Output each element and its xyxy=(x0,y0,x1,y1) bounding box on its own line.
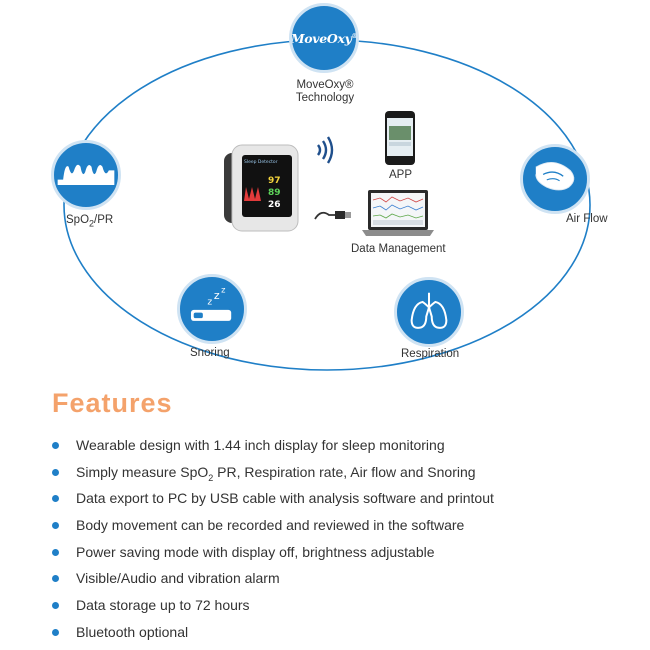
svg-text:z: z xyxy=(207,297,212,307)
usb-cable-icon xyxy=(314,211,351,220)
spo2-pr-node xyxy=(51,140,121,210)
device-screen-title: Sleep Detector xyxy=(244,159,278,165)
laptop-icon xyxy=(362,190,434,236)
bullet-icon xyxy=(52,468,59,476)
air-flow-label: Air Flow xyxy=(566,213,608,225)
bullet-icon xyxy=(52,628,59,636)
svg-text:z: z xyxy=(221,285,225,295)
sleeping-person-icon: z z z xyxy=(190,285,232,321)
feature-item: Visible/Audio and vibration alarm xyxy=(52,565,494,592)
feature-item: Data export to PC by USB cable with anal… xyxy=(52,485,494,512)
app-label: APP xyxy=(389,169,413,181)
bullet-icon xyxy=(52,602,59,610)
lungs-icon xyxy=(410,292,448,329)
smartphone-icon xyxy=(385,111,415,165)
moveoxy-node: MoveOxy® xyxy=(289,3,359,73)
data-management-label: Data Management xyxy=(351,243,446,255)
spo2-pr-label: SpO2/PR xyxy=(66,214,114,229)
moveoxy-logo: MoveOxy® xyxy=(290,30,358,46)
moveoxy-technology-label: MoveOxy® Technology xyxy=(295,79,355,104)
respiration-label: Respiration xyxy=(401,348,460,360)
features-title: Features xyxy=(52,388,173,418)
wireless-signal-icon xyxy=(317,136,334,164)
snoring-node: z z z xyxy=(177,274,247,344)
feature-item: Data storage up to 72 hours xyxy=(52,592,494,619)
feature-item: Power saving mode with display off, brig… xyxy=(52,539,494,566)
features-list: Wearable design with 1.44 inch display f… xyxy=(52,432,494,646)
bullet-icon xyxy=(52,522,59,530)
bullet-icon xyxy=(52,442,59,449)
feature-item: Bluetooth optional xyxy=(52,619,494,646)
device-value-spo2: 97 xyxy=(268,176,281,186)
feature-item: Wearable design with 1.44 inch display f… xyxy=(52,432,494,459)
device-value-pr: 89 xyxy=(268,188,281,198)
bullet-icon xyxy=(52,575,59,583)
device-value-rr: 26 xyxy=(268,200,281,210)
wrist-oximeter-device: Sleep Detector 97 89 26 xyxy=(222,143,304,235)
pulse-waveform-icon xyxy=(57,164,115,186)
svg-text:z: z xyxy=(214,289,220,302)
bullet-icon xyxy=(52,548,59,556)
nose-airflow-icon xyxy=(535,162,575,191)
snoring-label: Snoring xyxy=(190,347,230,359)
feature-item: Simply measure SpO2 PR, Respiration rate… xyxy=(52,459,494,486)
air-flow-node xyxy=(520,144,590,214)
bullet-icon xyxy=(52,495,59,503)
feature-item: Body movement can be recorded and review… xyxy=(52,512,494,539)
respiration-node xyxy=(394,277,464,347)
